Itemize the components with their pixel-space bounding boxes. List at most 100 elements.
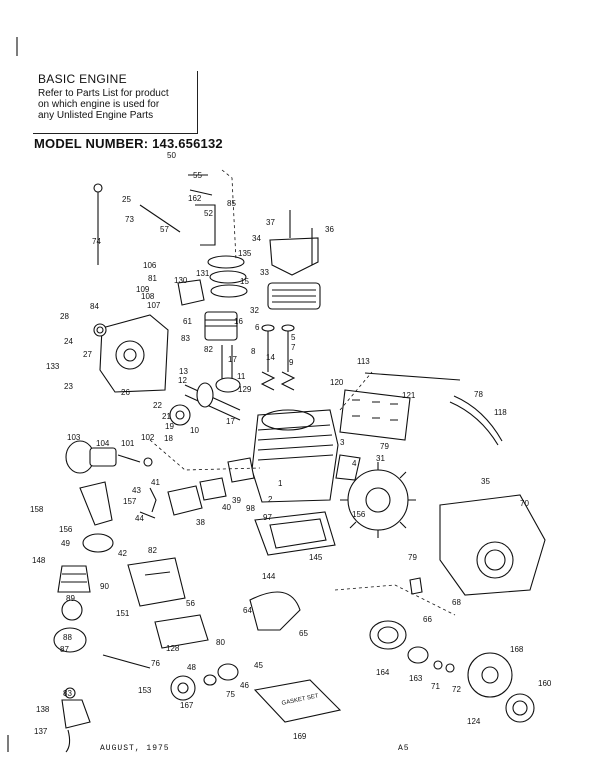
part-160 (505, 693, 535, 723)
part-label: 44 (135, 514, 144, 523)
part-label: 74 (92, 237, 101, 246)
part-label: 80 (216, 638, 225, 647)
studs (188, 174, 213, 196)
part-label: 66 (423, 615, 432, 624)
part-102 (143, 457, 153, 467)
part-label: 31 (376, 454, 385, 463)
part-label: 73 (125, 215, 134, 224)
valve-springs (260, 371, 296, 391)
part-label: 82 (204, 345, 213, 354)
part-label: 18 (164, 434, 173, 443)
part-46 (217, 663, 239, 681)
footer-page: A5 (398, 744, 410, 753)
part-label: 6 (255, 323, 260, 332)
part-label: 163 (409, 674, 423, 683)
part-label: 1 (278, 479, 283, 488)
part-label: 12 (178, 376, 187, 385)
part-83 (64, 687, 76, 699)
part-163 (407, 646, 429, 664)
part-label: 48 (187, 663, 196, 672)
part-label: 153 (138, 686, 152, 695)
part-label: 14 (266, 353, 275, 362)
part-label: 88 (63, 633, 72, 642)
header-line-3: any Unlisted Engine Parts (38, 110, 154, 121)
rod-end (215, 377, 241, 393)
part-label: 5 (291, 333, 296, 342)
part-label: 124 (467, 717, 481, 726)
part-44 (139, 511, 156, 519)
gear-21-hub (175, 410, 185, 420)
valve-head-5 (281, 324, 295, 332)
part-label: 85 (227, 199, 236, 208)
part-label: 160 (538, 679, 552, 688)
part-label: 7 (291, 343, 296, 352)
part-label: 97 (263, 513, 272, 522)
leader-dashed (339, 371, 373, 411)
part-label: 75 (226, 690, 235, 699)
part-label: 76 (151, 659, 160, 668)
leader-dashed (334, 584, 456, 616)
part-label: 37 (266, 218, 275, 227)
part-label: 36 (325, 225, 334, 234)
part-label: 102 (141, 433, 155, 442)
part-label: 9 (289, 358, 294, 367)
part-label: 57 (160, 225, 169, 234)
part-label: 22 (153, 401, 162, 410)
seal-28 (93, 323, 107, 337)
part-label: 128 (166, 644, 180, 653)
part-label: 17 (226, 417, 235, 426)
part-138 (61, 699, 91, 729)
gasket-set-169 (253, 679, 342, 723)
part-label: 107 (147, 301, 161, 310)
part-157 (79, 481, 113, 526)
part-label: 109 (136, 285, 150, 294)
part-label: 41 (151, 478, 160, 487)
part-label: 138 (36, 705, 50, 714)
base-inner (269, 518, 327, 549)
part-label: 156 (352, 510, 366, 519)
part-label: 35 (481, 477, 490, 486)
head-fins (272, 289, 316, 303)
header-line-1: Refer to Parts List for product (38, 88, 169, 99)
ring-15 (207, 255, 245, 269)
rod-cap (93, 183, 103, 193)
part-label: 19 (165, 422, 174, 431)
part-label: 21 (162, 412, 171, 421)
part-label: 101 (121, 439, 135, 448)
part-label: 157 (123, 497, 137, 506)
part-label: 78 (474, 390, 483, 399)
part-label: 8 (251, 347, 256, 356)
rod-113 (364, 372, 461, 381)
camshaft-130 (177, 279, 205, 306)
shroud-121 (339, 389, 411, 441)
part-label: 113 (357, 357, 370, 366)
header-title: BASIC ENGINE (38, 72, 127, 86)
part-label: 162 (188, 194, 202, 203)
part-167 (170, 675, 196, 701)
part-label: 106 (143, 261, 157, 270)
part-label: 108 (141, 292, 155, 301)
part-label: 83 (181, 334, 190, 343)
part-label: 68 (452, 598, 461, 607)
part-label: 15 (240, 277, 249, 286)
part-label: 27 (83, 350, 92, 359)
part-label: 16 (234, 317, 243, 326)
part-label: 137 (34, 727, 48, 736)
part-label: 104 (96, 439, 110, 448)
part-label: 4 (352, 459, 357, 468)
footer-date: AUGUST, 1975 (100, 744, 170, 753)
starter-cup-148 (57, 565, 91, 593)
part-label: 25 (122, 195, 131, 204)
part-label: 144 (262, 572, 276, 581)
part-label: 49 (61, 539, 70, 548)
part-label: 120 (330, 378, 344, 387)
washer-71 (433, 660, 443, 670)
part-label: 39 (232, 496, 241, 505)
housing-opening-inner (484, 549, 506, 571)
part-label: 148 (32, 556, 46, 565)
part-label: 81 (148, 274, 157, 283)
bracket-52 (195, 204, 216, 246)
part-label: 71 (431, 682, 440, 691)
starter-hub (481, 666, 499, 684)
